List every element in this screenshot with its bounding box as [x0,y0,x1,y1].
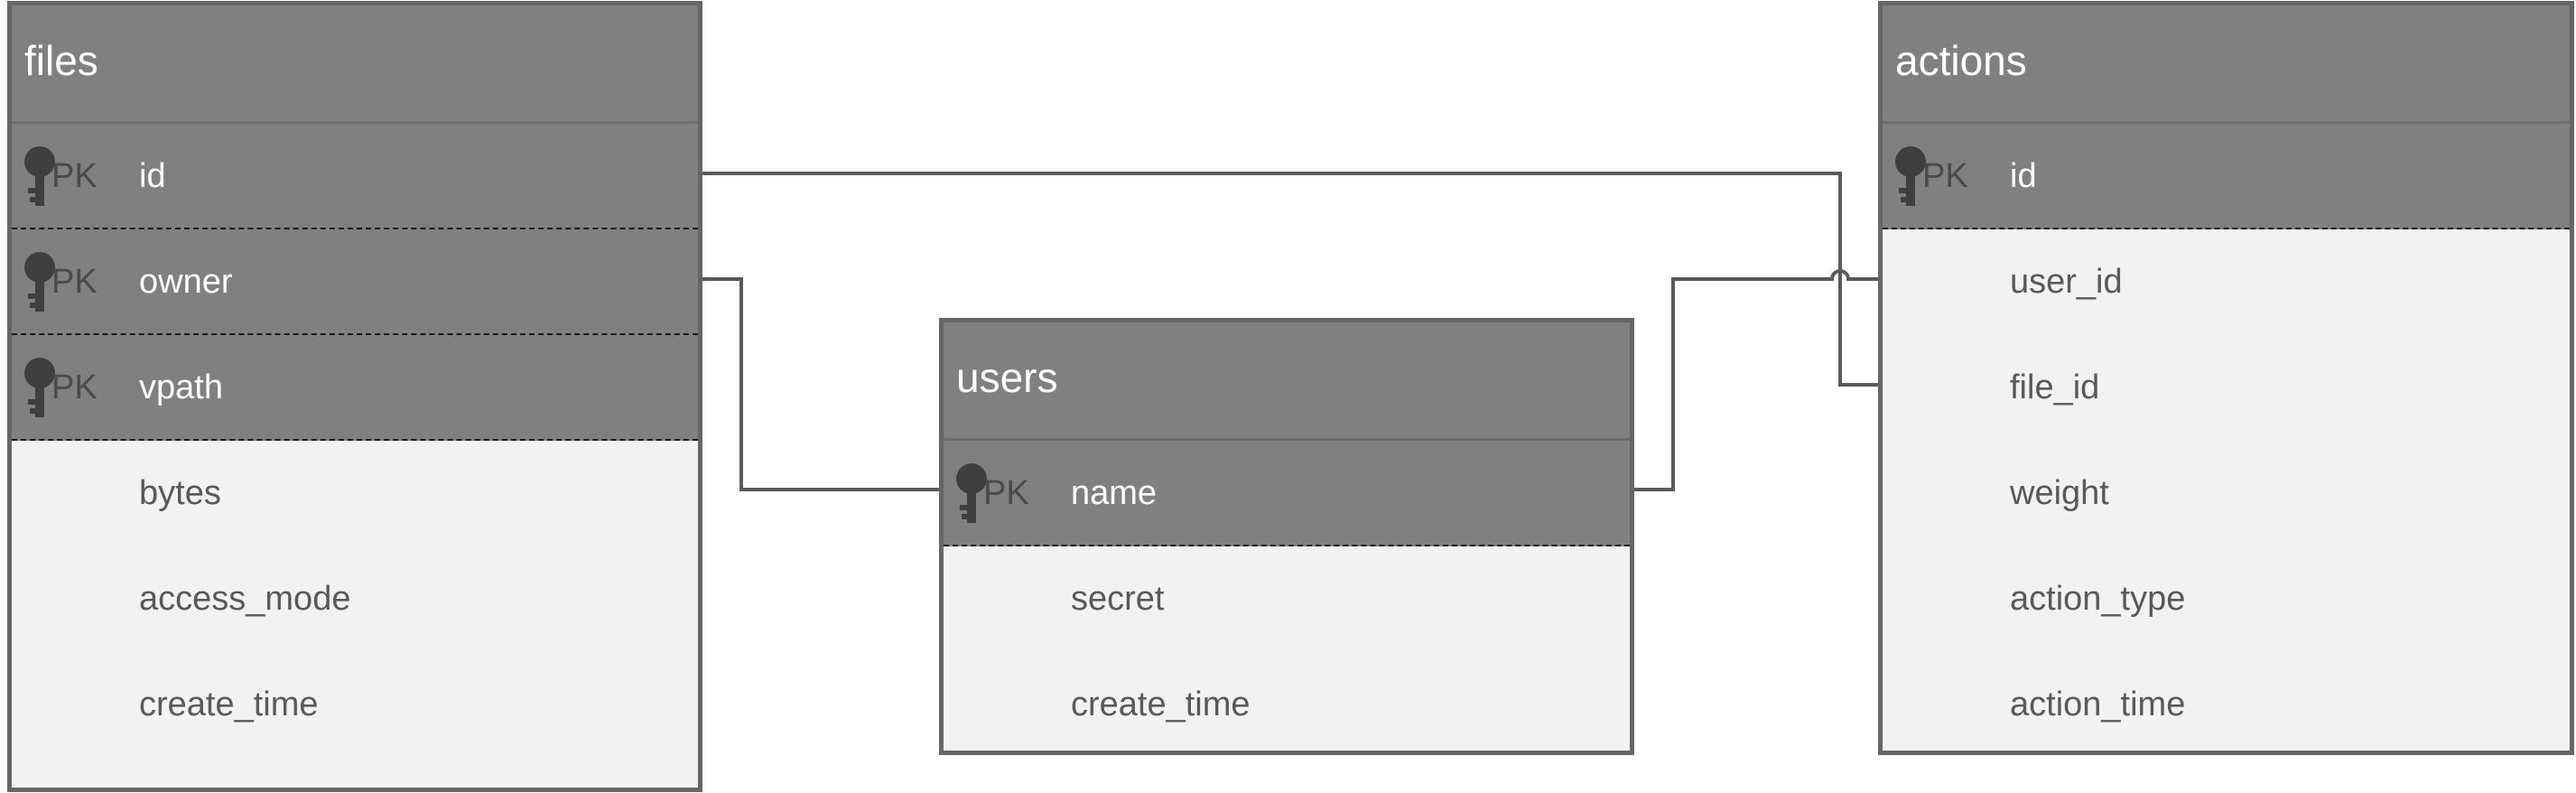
key-icon [1895,145,1926,206]
table-row[interactable]: PK id [1883,124,2570,229]
table-row[interactable]: PK vpath [12,335,698,441]
field-name: name [1071,474,1158,512]
field-name: create_time [139,686,319,723]
key-label: PK [51,157,98,195]
primary-key-marker: PK [23,229,98,335]
field-name: weight [2010,474,2109,512]
key-label: PK [51,369,98,406]
table-row[interactable]: weight [1883,441,2570,546]
key-icon [24,251,55,312]
connector-files-id-actions-file-id [702,172,1881,387]
field-name: id [139,157,166,195]
table-row[interactable]: create_time [12,652,698,758]
table-row[interactable]: PK id [12,124,698,229]
table-row[interactable]: PK owner [12,229,698,335]
field-name: vpath [139,369,223,406]
table-row[interactable]: access_mode [12,546,698,652]
field-name: action_time [2010,686,2186,723]
table-files[interactable]: files PK id PK owner PK vpath bytes acce… [7,1,702,792]
connector-files-owner-users-name [702,277,939,491]
table-title: actions [1883,5,2570,124]
table-title: files [12,5,698,124]
table-row[interactable]: user_id [1883,229,2570,335]
primary-key-marker: PK [23,124,98,229]
table-actions[interactable]: actions PK id user_id file_id weight act… [1878,1,2574,755]
field-name: create_time [1071,686,1251,723]
key-label: PK [51,263,98,301]
table-users[interactable]: users PK name secret create_time [939,318,1634,755]
field-name: id [2010,157,2037,195]
field-name: file_id [2010,369,2100,406]
key-label: PK [983,474,1029,512]
key-icon [956,462,987,523]
table-row[interactable]: action_type [1883,546,2570,652]
table-row[interactable]: create_time [944,652,1630,758]
table-title: users [944,322,1630,441]
table-row[interactable]: bytes [12,441,698,546]
field-name: action_type [2010,580,2186,618]
table-row[interactable]: action_time [1883,652,2570,758]
key-icon [24,357,55,417]
table-row[interactable]: secret [944,546,1630,652]
primary-key-marker: PK [954,441,1029,546]
field-name: user_id [2010,263,2123,301]
field-name: access_mode [139,580,351,618]
primary-key-marker: PK [23,335,98,441]
primary-key-marker: PK [1893,124,1968,229]
table-row[interactable]: file_id [1883,335,2570,441]
table-row[interactable]: PK name [944,441,1630,546]
field-name: secret [1071,580,1165,618]
key-icon [24,145,55,206]
field-name: owner [139,263,233,301]
connector-users-name-actions-user-id [1634,269,1881,491]
field-name: bytes [139,474,221,512]
key-label: PK [1922,157,1968,195]
